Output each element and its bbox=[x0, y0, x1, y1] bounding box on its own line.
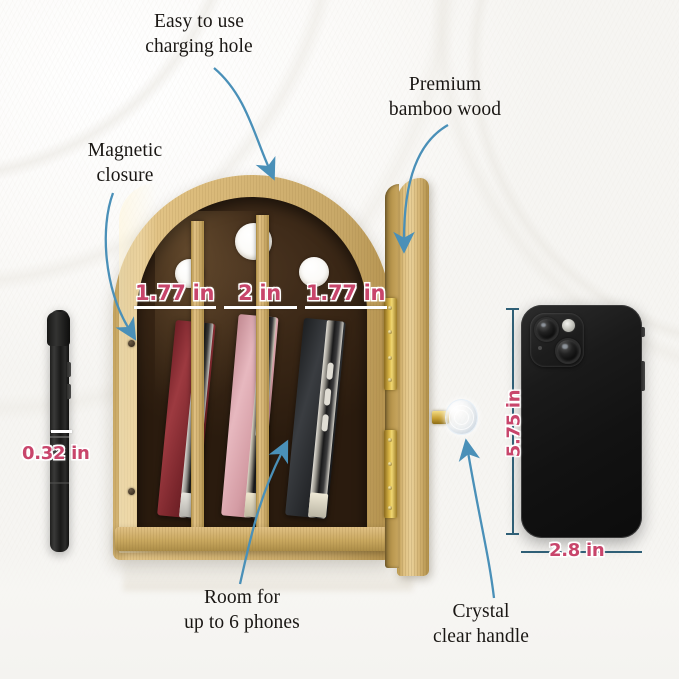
dimension-rule-thickness bbox=[51, 430, 72, 433]
dimension-slot-left: 1.77 in bbox=[135, 281, 215, 305]
camera-lens-upper-left bbox=[534, 317, 559, 342]
black-phone bbox=[285, 317, 346, 520]
bamboo-phone-organizer bbox=[113, 175, 419, 591]
callout-label-charging-hole: Easy to use charging hole bbox=[145, 11, 253, 57]
measure-line-phone-width bbox=[521, 551, 642, 553]
organizer-base-grain bbox=[115, 527, 389, 551]
dimension-rule-slot-center bbox=[224, 306, 297, 309]
door-outer-face bbox=[397, 178, 429, 576]
crystal-clear-knob bbox=[432, 399, 478, 435]
phone-back-view bbox=[521, 305, 645, 538]
dimension-phone-height: 5.75 in bbox=[503, 389, 525, 458]
hinge-lower bbox=[384, 430, 397, 518]
hinge-lower-screw-1 bbox=[388, 438, 392, 442]
phone-power-button bbox=[641, 361, 645, 391]
hinge-upper-screw-2 bbox=[388, 330, 392, 334]
organizer-interior-cavity bbox=[137, 197, 367, 535]
callout-label-crystal-handle: Crystal clear handle bbox=[433, 601, 529, 647]
camera-flash bbox=[561, 318, 576, 333]
dimension-rule-slot-left bbox=[134, 306, 216, 309]
background-floor bbox=[0, 547, 679, 679]
phone-side-seam-lower bbox=[50, 482, 69, 484]
hinge-upper bbox=[384, 298, 397, 390]
phone-side-volume-up bbox=[67, 362, 71, 377]
divider-slat-left bbox=[191, 221, 204, 535]
phone-back-frame bbox=[521, 305, 642, 538]
hinge-upper-screw-4 bbox=[388, 378, 392, 382]
magnet-closure-lower bbox=[128, 488, 135, 495]
door-face-grain bbox=[397, 178, 429, 576]
charging-hole-right bbox=[299, 257, 329, 287]
dimension-phone-thickness: 0.32 in bbox=[22, 443, 90, 464]
measure-line-phone-height bbox=[512, 308, 514, 534]
phone-side-accent bbox=[641, 327, 645, 337]
magnet-closure-upper bbox=[128, 340, 135, 347]
camera-lens-lower-right bbox=[555, 338, 581, 364]
phone-side-antenna-seam-bottom bbox=[50, 436, 69, 438]
knob-facet-outer bbox=[449, 405, 474, 430]
dimension-rule-slot-right bbox=[305, 306, 387, 309]
callout-label-room-phones: Room for up to 6 phones bbox=[184, 587, 300, 633]
knob-glass-ball bbox=[445, 399, 478, 435]
knob-facet-inner bbox=[454, 410, 469, 425]
hinge-lower-screw-4 bbox=[388, 506, 392, 510]
measure-tick-height-bottom bbox=[506, 533, 519, 535]
dimension-slot-right: 1.77 in bbox=[306, 281, 386, 305]
hinge-lower-screw-3 bbox=[388, 486, 392, 490]
measure-tick-height-top bbox=[506, 308, 519, 310]
camera-microphone bbox=[538, 346, 542, 350]
dimension-slot-center: 2 in bbox=[238, 281, 281, 305]
phone-side-camera-bump bbox=[47, 312, 70, 346]
camera-module bbox=[530, 313, 584, 367]
black-phone-bottom-cap bbox=[308, 492, 329, 518]
divider-slat-left-grain bbox=[191, 221, 204, 535]
bamboo-door-panel bbox=[384, 178, 429, 576]
knob-brass-stem bbox=[432, 411, 449, 424]
dimension-phone-width: 2.8 in bbox=[549, 540, 605, 561]
hinge-upper-screw-1 bbox=[388, 306, 392, 310]
hinge-lower-screw-2 bbox=[388, 462, 392, 466]
callout-label-bamboo-wood: Premium bamboo wood bbox=[388, 74, 502, 120]
organizer-base-lip bbox=[115, 527, 389, 551]
divider-slat-right-grain bbox=[256, 215, 269, 535]
callout-label-magnetic-closure: Magnetic closure bbox=[87, 140, 163, 186]
hinge-upper-screw-3 bbox=[388, 356, 392, 360]
phone-side-volume-down bbox=[67, 384, 71, 399]
divider-slat-right bbox=[256, 215, 269, 535]
